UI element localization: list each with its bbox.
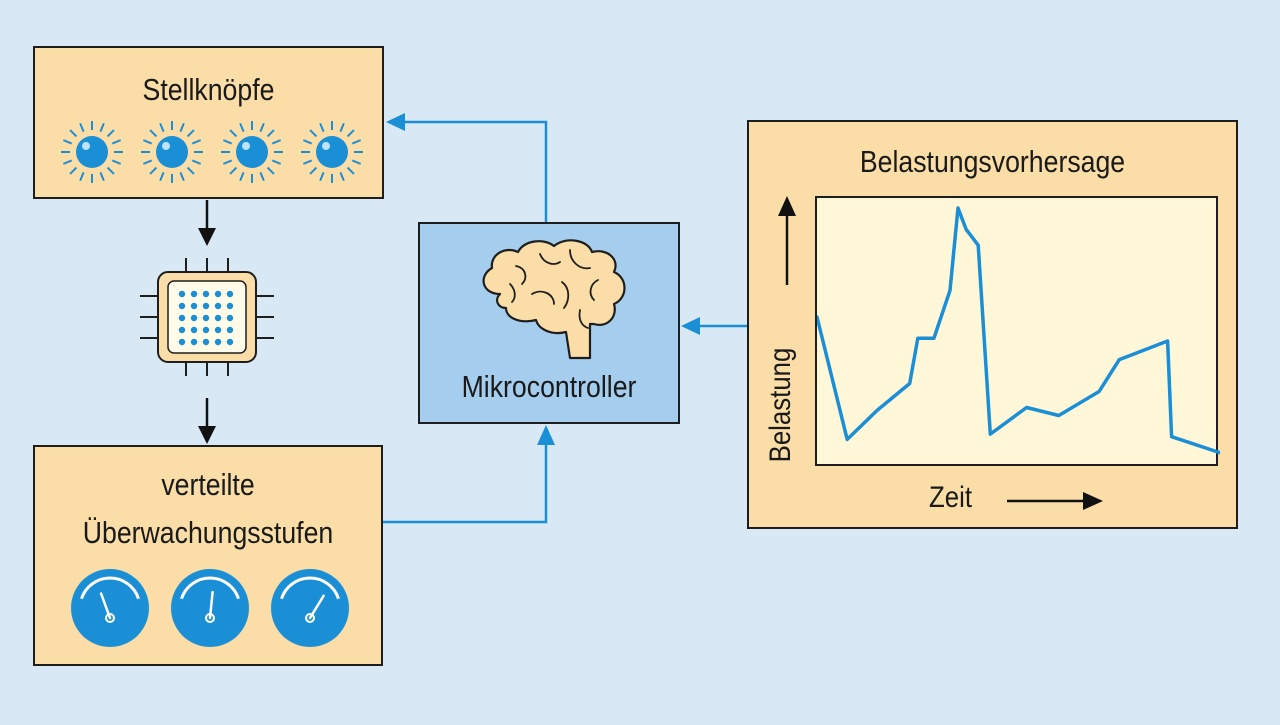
stages-title-line1: verteilte — [161, 467, 255, 502]
knob-icon — [61, 121, 123, 183]
gauge-icon — [71, 569, 149, 647]
microcontroller-box: Mikrocontroller — [418, 222, 680, 424]
arrow-stages-to-mcu — [383, 440, 548, 524]
plot-area — [815, 196, 1220, 466]
monitoring-stages-box: verteilte Überwachungsstufen — [33, 445, 383, 666]
microcontroller-title: Mikrocontroller — [461, 369, 637, 404]
knobs-box: Stellknöpfe — [33, 46, 384, 199]
knob-icon — [301, 121, 363, 183]
series-line-load — [817, 206, 1220, 455]
knobs-title: Stellknöpfe — [142, 72, 275, 107]
load-chart — [817, 206, 1220, 455]
y-axis-label: Belastung — [764, 347, 797, 463]
gauges-row — [71, 569, 349, 647]
gauge-icon — [271, 569, 349, 647]
x-axis-label: Zeit — [929, 481, 973, 514]
knobs-row — [61, 121, 363, 183]
arrow-mcu-to-knobs — [392, 120, 548, 222]
load-forecast-box: Belastungsvorhersage Belastung Zeit — [747, 120, 1238, 529]
forecast-title: Belastungsvorhersage — [859, 144, 1126, 179]
knob-icon — [141, 121, 203, 183]
knob-icon — [221, 121, 283, 183]
gauge-icon — [171, 569, 249, 647]
brain-icon — [482, 239, 626, 360]
stages-title-line2: Überwachungsstufen — [82, 515, 334, 550]
